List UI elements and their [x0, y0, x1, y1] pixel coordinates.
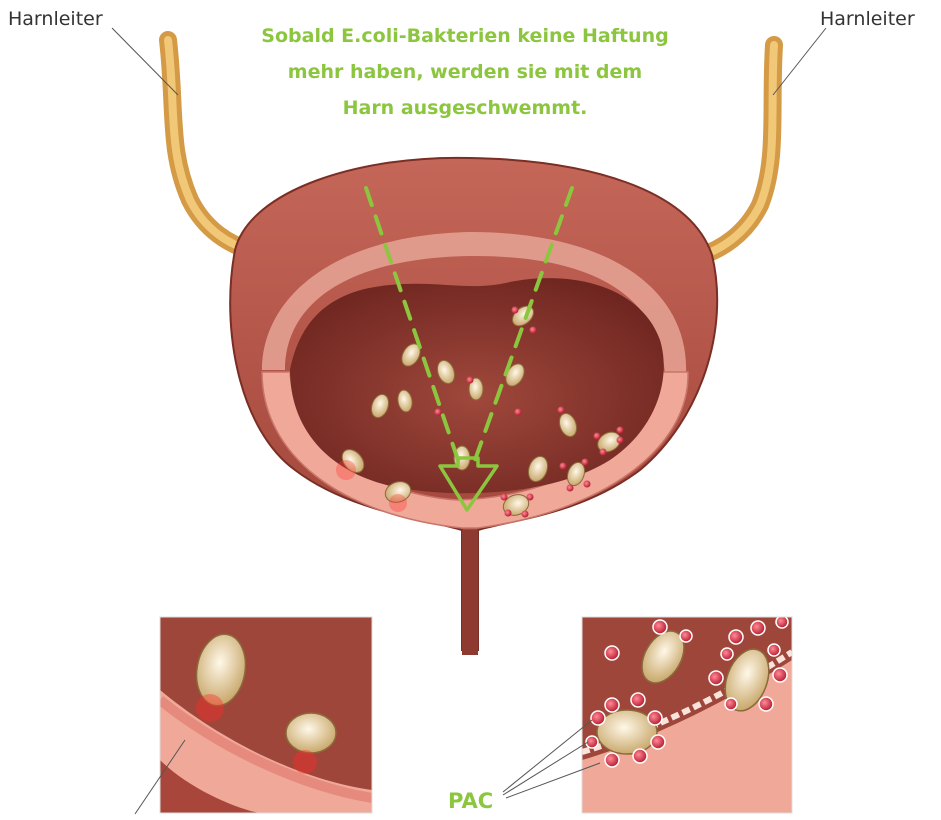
- caption-line-2: mehr haben, werden sie mit dem: [230, 54, 700, 90]
- caption-line-3: Harn ausgeschwemmt.: [230, 90, 700, 126]
- caption: Sobald E.coli-Bakterien keine Haftung me…: [230, 18, 700, 126]
- ureter-right-label: Harnleiter: [820, 8, 915, 30]
- inset-right: [582, 616, 792, 813]
- inset-left: [160, 617, 372, 813]
- ureter-left-label: Harnleiter: [8, 8, 103, 30]
- pac-label: PAC: [448, 789, 493, 813]
- ureter-right: [700, 45, 774, 256]
- caption-line-1: Sobald E.coli-Bakterien keine Haftung: [230, 18, 700, 54]
